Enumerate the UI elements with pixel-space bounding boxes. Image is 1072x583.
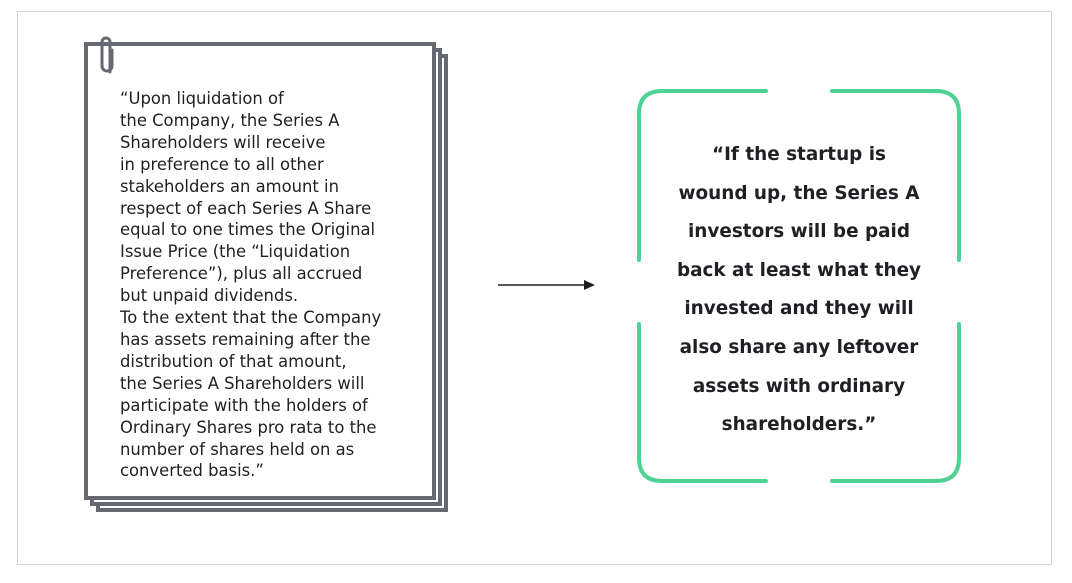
- legal-clause-line: Shareholders will receive: [120, 132, 326, 152]
- legal-clause-line: participate with the holders of: [120, 395, 368, 415]
- legal-clause-line: but unpaid dividends.: [120, 286, 299, 306]
- arrow-right-icon: [498, 280, 595, 290]
- plain-language-line: invested and they will: [684, 298, 914, 320]
- plain-language-bracket-frame: [637, 89, 961, 483]
- plain-language-line: shareholders.”: [721, 414, 877, 436]
- legal-clause-line: number of shares held on as: [120, 439, 355, 459]
- legal-clause-line: converted basis.”: [120, 461, 264, 481]
- document-stack: [84, 36, 460, 524]
- legal-clause-line: distribution of that amount,: [120, 351, 347, 371]
- legal-clause-text: “Upon liquidation of the Company, the Ser…: [120, 88, 420, 482]
- legal-clause-line: “Upon liquidation of: [120, 89, 284, 108]
- document-sheet-front: [84, 42, 436, 500]
- legal-clause-line: equal to one times the Original: [120, 220, 376, 240]
- plain-language-line: also share any leftover: [679, 336, 919, 358]
- plain-language-quote: “If the startup is wound up, the Series A…: [636, 136, 962, 445]
- plain-language-line: assets with ordinary: [692, 375, 906, 397]
- legal-clause-line: respect of each Series A Share: [120, 198, 372, 218]
- legal-clause-line: Issue Price (the “Liquidation: [120, 242, 351, 262]
- legal-clause-line: To the extent that the Company: [120, 308, 382, 328]
- legal-clause-line: stakeholders an amount in: [120, 176, 339, 196]
- plain-language-line: wound up, the Series A: [678, 182, 920, 204]
- legal-clause-line: has assets remaining after the: [120, 329, 371, 349]
- legal-clause-line: Preference”), plus all accrued: [120, 264, 363, 284]
- legal-clause-line: in preference to all other: [120, 154, 324, 174]
- plain-language-line: “If the startup is: [711, 144, 886, 165]
- legal-clause-line: Ordinary Shares pro rata to the: [120, 417, 377, 437]
- legal-clause-line: the Series A Shareholders will: [120, 373, 365, 393]
- plain-language-line: investors will be paid: [687, 221, 911, 243]
- paperclip-icon: [100, 36, 114, 74]
- legal-clause-line: the Company, the Series A: [120, 110, 340, 130]
- plain-language-line: back at least what they: [676, 259, 922, 281]
